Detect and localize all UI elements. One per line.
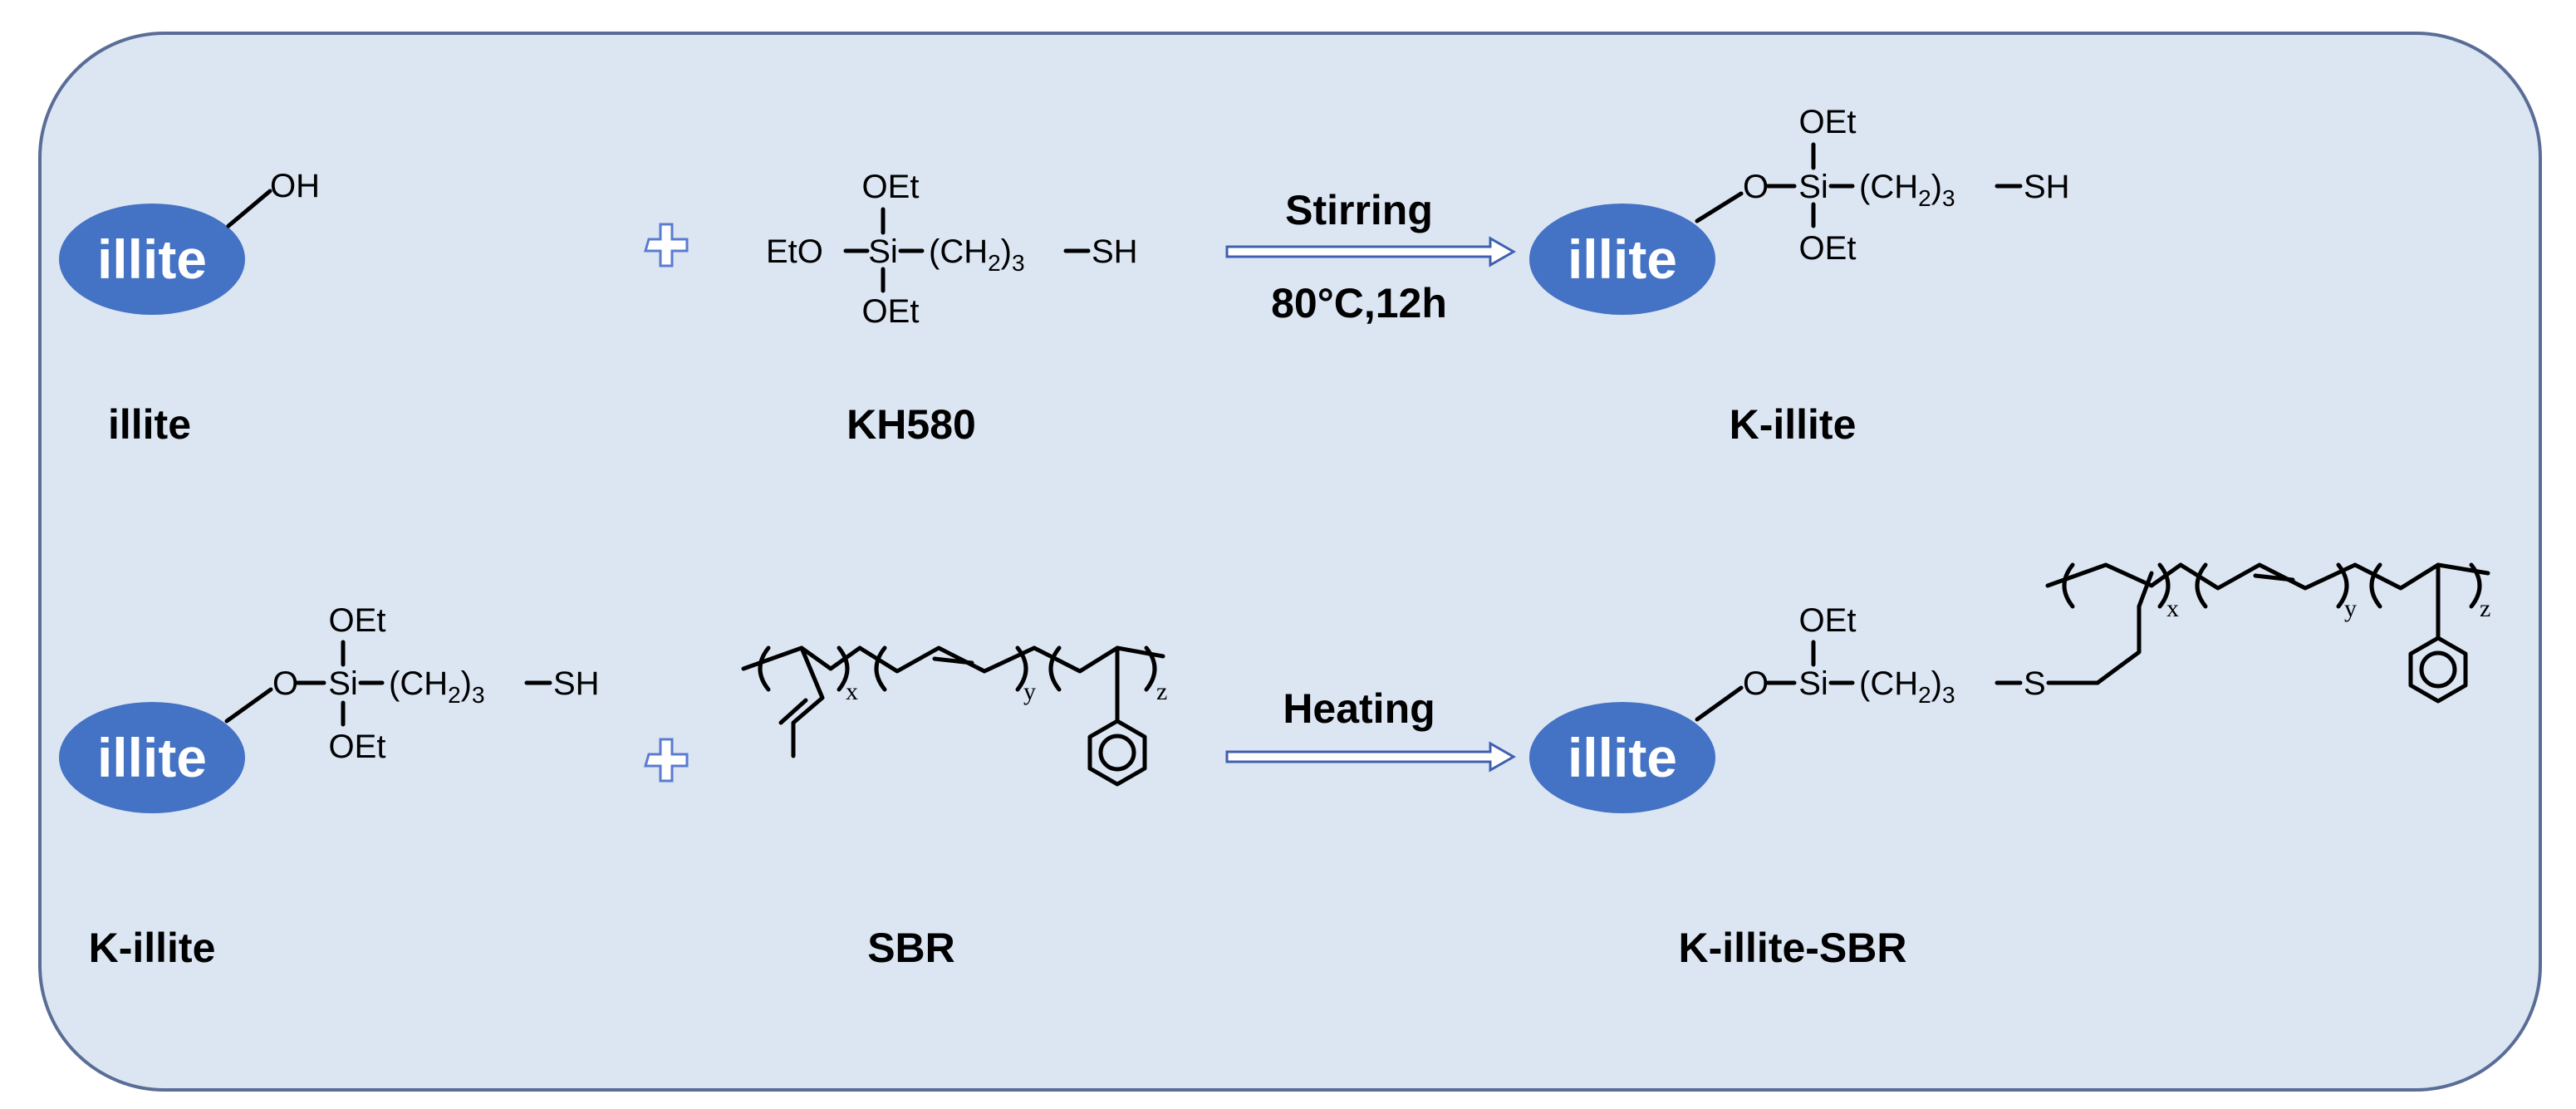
bracket-x-open: [758, 645, 771, 692]
eto-group: EtO: [766, 233, 823, 270]
vinyl-double-bond: [778, 698, 808, 725]
benzene-ring: [1087, 719, 1147, 787]
oxygen-atom: O: [1743, 169, 1769, 205]
bond-illite-o: [1695, 191, 1744, 223]
oet-bottom: OEt: [329, 729, 386, 765]
backbone-double-bond: [932, 656, 974, 665]
arrow-condition-temperature: 80°C,12h: [1271, 280, 1447, 326]
illite-bead-label: illite: [1568, 727, 1677, 788]
bracket-z-open: [1048, 645, 1062, 692]
bond-illite-o: [224, 687, 273, 724]
illite-bead: [59, 702, 245, 813]
propyl-chain: (CH2)3: [929, 233, 1025, 276]
benzene-ring: [2408, 635, 2468, 704]
k-illite-label: K-illite: [1730, 401, 1857, 448]
bracket-x-close: [837, 645, 850, 692]
benzene-aromatic-circle: [1098, 734, 1136, 772]
propyl-chain: (CH2)3: [1859, 665, 1955, 708]
kh580-label: KH580: [846, 401, 976, 448]
oet-bottom: OEt: [1799, 230, 1857, 267]
thiol-group: SH: [2024, 169, 2070, 205]
thioether-linkage: [2095, 604, 2142, 685]
k-illite-structure: illite O OEt Si (CH2)3 SH OEt: [59, 602, 600, 813]
plus-icon: [644, 738, 689, 783]
bracket-y-open: [2195, 562, 2208, 609]
silicon-atom: Si: [1798, 665, 1828, 702]
kh580-structure: OEt EtO Si (CH2)3 SH OEt: [766, 169, 1138, 330]
index-y: y: [1023, 678, 1036, 705]
index-x: x: [2166, 595, 2179, 622]
arrow-condition-stirring: Stirring: [1285, 187, 1433, 233]
index-z: z: [1156, 678, 1167, 705]
illite-bead: [59, 204, 245, 315]
illite-bead-label: illite: [1568, 228, 1677, 290]
propyl-chain: (CH2)3: [389, 665, 485, 708]
bracket-z-close: [1144, 645, 1157, 692]
hydroxyl-group: OH: [270, 168, 320, 204]
bracket-x-open: [2062, 562, 2075, 609]
oet-bottom: OEt: [862, 293, 920, 330]
sbr-label: SBR: [867, 925, 955, 971]
bracket-y-close: [2336, 562, 2349, 609]
butadiene-14-backbone: [857, 645, 1037, 674]
silicon-atom: Si: [1798, 169, 1828, 205]
index-z: z: [2480, 595, 2490, 622]
illite-bead-label: illite: [97, 727, 207, 788]
oet-top: OEt: [862, 169, 920, 205]
oxygen-atom: O: [1743, 665, 1769, 702]
k-illite-label: K-illite: [89, 925, 216, 971]
thiol-group: SH: [1092, 233, 1138, 270]
vinyl-pendant: [791, 645, 825, 758]
benzene-aromatic-circle: [2419, 650, 2457, 689]
butadiene-14-backbone: [2178, 562, 2358, 591]
index-x: x: [846, 678, 858, 705]
scheme-panel: [38, 32, 2542, 1092]
bracket-z-close: [2469, 562, 2482, 609]
oet-top: OEt: [329, 602, 386, 639]
chain-to-backbone: [2137, 571, 2154, 609]
o-h-bond: [226, 189, 272, 228]
k-illite-structure: illite O OEt Si (CH2)3 SH OEt: [1529, 104, 2070, 315]
bracket-x-close: [2157, 562, 2171, 609]
illite-bead: [1529, 204, 1715, 315]
index-y: y: [2344, 595, 2357, 622]
reaction-arrow: [1225, 741, 1517, 773]
illite-bead: [1529, 702, 1715, 813]
sbr-structure: x y z: [741, 645, 1167, 787]
bracket-y-open: [874, 645, 887, 692]
backbone-double-bond: [2253, 573, 2295, 582]
reaction-arrow: [1225, 236, 1517, 267]
bracket-z-open: [2369, 562, 2382, 609]
silicon-atom: Si: [868, 233, 898, 270]
sulfur-atom: S: [2024, 665, 2046, 702]
bond-illite-o: [1695, 685, 1744, 722]
illite-label: illite: [108, 401, 191, 448]
styrene-backbone: [2353, 562, 2490, 591]
propyl-chain: (CH2)3: [1859, 169, 1955, 211]
oxygen-atom: O: [272, 665, 298, 702]
oet-top: OEt: [1799, 602, 1857, 639]
illite-hydroxyl-structure: illite OH: [59, 168, 320, 315]
oet-top: OEt: [1799, 104, 1857, 140]
illite-bead-label: illite: [97, 228, 207, 290]
k-illite-sbr-label: K-illite-SBR: [1679, 925, 1907, 971]
thiol-group: SH: [553, 665, 600, 702]
plus-icon: [644, 223, 689, 267]
silicon-atom: Si: [328, 665, 358, 702]
styrene-backbone: [1032, 645, 1165, 674]
arrow-condition-heating: Heating: [1283, 685, 1435, 732]
k-illite-sbr-structure: illite O OEt Si (CH2)3 S x y z: [1529, 562, 2490, 813]
bracket-y-close: [1015, 645, 1028, 692]
